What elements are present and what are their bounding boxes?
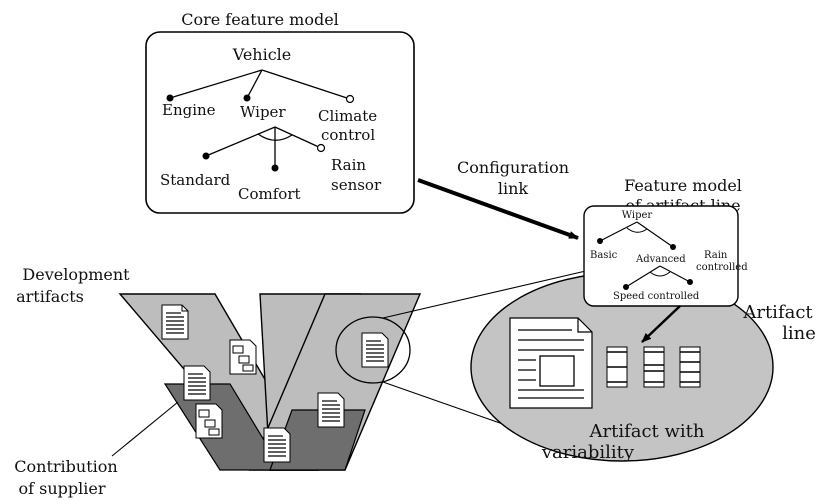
artifact-speed-dot bbox=[623, 284, 629, 290]
document-icon bbox=[317, 392, 345, 428]
core-rain-optional-dot bbox=[316, 143, 326, 153]
core-model-box bbox=[145, 31, 415, 214]
artifact-edge-speed bbox=[625, 265, 661, 288]
core-rain-label-2: sensor bbox=[331, 176, 382, 194]
artifact-model-title-1: Feature model bbox=[624, 176, 742, 195]
artifact-speed-label: Speed controlled bbox=[613, 291, 700, 302]
core-engine-dot bbox=[166, 94, 174, 102]
artifact-rain-label-2: controlled bbox=[696, 262, 748, 273]
core-climate-optional-dot bbox=[345, 94, 355, 104]
artifact-rain-dot bbox=[687, 279, 693, 285]
artifact-variability-label-2: variability bbox=[541, 442, 635, 463]
core-edge-climate bbox=[261, 69, 351, 100]
document-icon bbox=[361, 332, 389, 368]
artifact-line-label-1: Artifact bbox=[742, 302, 813, 323]
diagram-document-icon bbox=[195, 403, 223, 439]
configuration-link: Configuration link bbox=[417, 158, 579, 240]
core-model-title: Core feature model bbox=[181, 10, 339, 29]
supplier-label-1: Contribution bbox=[14, 457, 117, 476]
document-icon bbox=[161, 304, 189, 340]
core-wiper-label: Wiper bbox=[240, 103, 286, 121]
artifact-model-box bbox=[583, 205, 739, 307]
highlight-ellipse bbox=[335, 316, 411, 384]
variant-fragment-icon bbox=[643, 346, 665, 388]
core-standard-dot bbox=[202, 152, 210, 160]
variable-document-icon bbox=[509, 317, 593, 409]
core-climate-label-2: control bbox=[321, 126, 375, 144]
core-edge-engine bbox=[169, 69, 263, 99]
config-link-label-2: link bbox=[498, 179, 529, 198]
artifact-line-label-2: line bbox=[782, 323, 816, 344]
core-edge-standard bbox=[205, 126, 276, 157]
config-link-arrow bbox=[417, 178, 579, 240]
diagram-document-icon bbox=[229, 339, 257, 375]
config-link-label-1: Configuration bbox=[457, 158, 569, 177]
zoom-line-top bbox=[382, 269, 591, 319]
variant-fragment-icon bbox=[606, 346, 628, 388]
artifact-alternative-arc bbox=[626, 227, 648, 233]
core-edge-wiper bbox=[246, 69, 263, 99]
artifact-variability-label-1: Artifact with bbox=[588, 421, 704, 442]
core-alternative-arc bbox=[257, 133, 293, 141]
core-comfort-dot bbox=[271, 164, 279, 172]
document-icon bbox=[183, 365, 211, 401]
development-artifacts-label-1: Development bbox=[22, 265, 130, 284]
artifact-sub-alternative-arc bbox=[649, 271, 671, 277]
core-feature-model: Core feature model Vehicle Engine Wiper … bbox=[145, 10, 415, 214]
supplier-label-2: of supplier bbox=[19, 479, 106, 498]
artifact-line: Artifact with variability bbox=[470, 272, 774, 463]
core-standard-label: Standard bbox=[160, 171, 231, 189]
zoom-line-bottom bbox=[382, 381, 521, 431]
v-model bbox=[118, 269, 591, 471]
document-icon bbox=[263, 427, 291, 463]
artifact-advanced-dot bbox=[670, 244, 676, 250]
artifact-edge-advanced bbox=[636, 221, 674, 248]
artifact-model-arrow bbox=[641, 305, 681, 343]
core-rain-label-1: Rain bbox=[331, 156, 366, 174]
artifact-basic-label: Basic bbox=[590, 250, 618, 261]
core-wiper-dot bbox=[243, 94, 251, 102]
development-artifacts-label-2: artifacts bbox=[16, 287, 84, 306]
artifact-basic-dot bbox=[597, 238, 603, 244]
core-edge-rain bbox=[274, 126, 322, 149]
artifact-rain-label-1: Rain bbox=[704, 250, 728, 261]
variant-fragment-icon bbox=[679, 346, 701, 388]
core-engine-label: Engine bbox=[162, 101, 216, 119]
core-comfort-label: Comfort bbox=[238, 185, 301, 203]
core-climate-label-1: Climate bbox=[318, 107, 377, 125]
core-root-label: Vehicle bbox=[232, 45, 292, 64]
artifact-feature-model: Feature model of artifact line Wiper Bas… bbox=[583, 176, 748, 343]
artifact-edge-rain bbox=[659, 265, 691, 283]
artifact-edge-basic bbox=[599, 221, 638, 242]
artifact-root-label: Wiper bbox=[622, 210, 653, 221]
artifact-advanced-label: Advanced bbox=[635, 254, 686, 265]
supplier-pointer-line bbox=[111, 401, 179, 457]
